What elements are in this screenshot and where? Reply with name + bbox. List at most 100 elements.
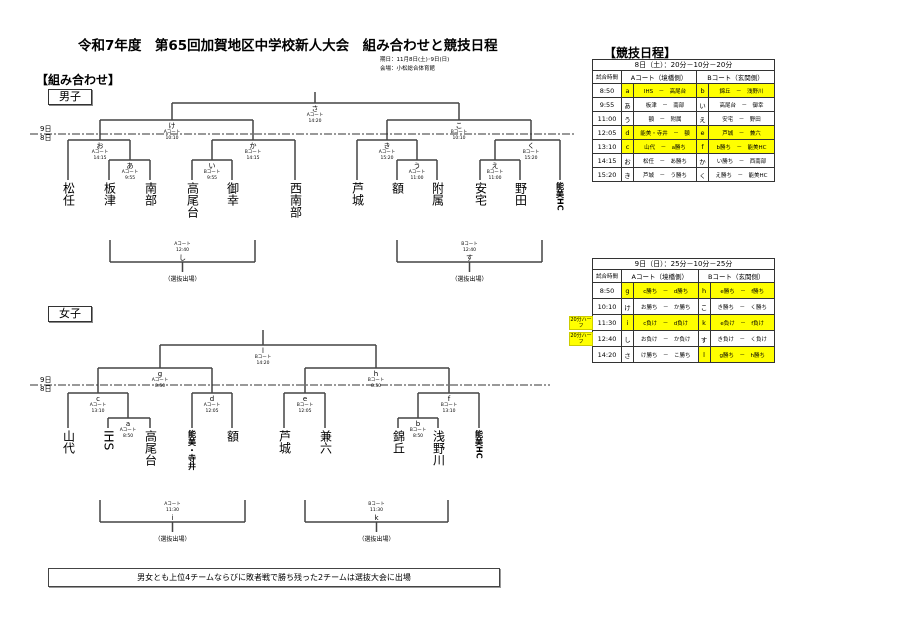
match-time: 14:20 [308, 119, 322, 124]
match-time: 15:20 [592, 167, 622, 182]
match-id: d [209, 395, 215, 403]
court-b-match: 錦丘 － 浅野川 [708, 83, 775, 98]
court-a-match: 山代 － a勝ち [632, 139, 698, 154]
match-id: き [383, 142, 391, 150]
match-time: 8:50 [122, 434, 134, 439]
court-a-match-id: c [621, 139, 634, 154]
schedule-title: 8日（土）：20分－10分－20分 [592, 59, 775, 71]
team-name: 山代 [61, 430, 76, 454]
court-a-match: IHS － 高尾台 [632, 83, 698, 98]
header-court-b: Bコート（玄関側） [697, 269, 775, 283]
selection-label: （選抜出場） [451, 276, 488, 283]
match-court: Bコート [450, 130, 468, 135]
team-name: 野田 [513, 182, 528, 206]
court-b-match: 芦城 － 兼六 [708, 125, 775, 140]
court-b-match-id: く [696, 167, 710, 182]
match-time: 8:50 [592, 83, 622, 98]
court-b-match: e勝ち － f勝ち [709, 282, 775, 299]
team-name: 松任 [61, 182, 76, 206]
selection-label: （選抜出場） [154, 536, 191, 543]
match-time: 8:50 [154, 384, 166, 389]
match-id: こ [455, 122, 463, 130]
court-a-match-id: g [621, 282, 634, 299]
boys-label: 男子 [48, 89, 92, 105]
match-time: 8:50 [370, 384, 382, 389]
match-time: 14:15 [246, 156, 260, 161]
footer-note: 男女とも上位4チームならびに敗者戦で勝ち残った2チームは選抜大会に出場 [48, 568, 500, 587]
header-time: 試合時間 [592, 269, 622, 283]
court-a-match-id: け [621, 298, 634, 315]
match-time: 11:00 [592, 111, 622, 126]
bracket-heading: 【組み合わせ】 [36, 73, 121, 87]
match-court: Bコート [367, 378, 385, 383]
team-name: 兼六 [318, 430, 333, 454]
match-id: け [168, 122, 176, 130]
match-court: Bコート [203, 170, 221, 175]
match-id: e [302, 395, 308, 403]
match-time: 12:05 [205, 409, 219, 414]
schedule-heading: 【競技日程】 [604, 46, 677, 60]
selection-label: （選抜出場） [164, 276, 201, 283]
header-court-b: Bコート（玄関側） [696, 70, 775, 84]
match-court: Bコート [461, 242, 478, 247]
court-b-match: e負け － f負け [709, 314, 775, 331]
match-court: Bコート [296, 403, 314, 408]
match-time: 12:05 [298, 409, 312, 414]
court-b-match: き負け － く負け [709, 330, 775, 347]
match-court: Aコート [378, 150, 396, 155]
match-id: く [527, 142, 535, 150]
header-court-a: Aコート（境橋側） [620, 70, 698, 84]
match-time: 12:40 [592, 330, 622, 347]
match-id: か [249, 142, 257, 150]
match-time: 12:40 [176, 248, 189, 253]
match-id: h [373, 370, 379, 378]
court-a-match-id: き [621, 167, 634, 182]
court-a-match: け勝ち － こ勝ち [633, 346, 699, 363]
header-time: 試合時間 [592, 70, 622, 84]
court-a-match-id: i [621, 314, 634, 331]
match-id: し [178, 254, 186, 262]
match-court: Aコート [119, 428, 137, 433]
day-label-8: 8日 [40, 385, 52, 393]
match-court: Bコート [244, 150, 262, 155]
match-time: 14:20 [592, 346, 622, 363]
match-time: 14:20 [256, 361, 270, 366]
match-id: i [171, 514, 174, 522]
team-name: 浅野川 [431, 430, 446, 466]
court-a-match-id: d [621, 125, 634, 140]
match-court: Aコート [164, 502, 181, 507]
schedule-title-row: 8日（土）：20分－10分－20分 [592, 59, 775, 71]
match-court: Bコート [409, 428, 427, 433]
day-label-9: 9日 [40, 376, 52, 384]
match-time: 11:00 [488, 176, 502, 181]
match-court: Bコート [368, 502, 385, 507]
court-b-match-id: す [697, 330, 711, 347]
team-name: 能美・寺井 [187, 430, 197, 470]
match-time: 12:40 [463, 248, 476, 253]
match-id: k [374, 514, 379, 522]
team-name: 板津 [102, 182, 117, 206]
day-label-8: 8日 [40, 134, 52, 142]
match-time: 10:10 [165, 136, 179, 141]
court-a-match-id: う [621, 111, 634, 126]
court-a-match-id: し [621, 330, 634, 347]
match-time: 13:10 [91, 409, 105, 414]
